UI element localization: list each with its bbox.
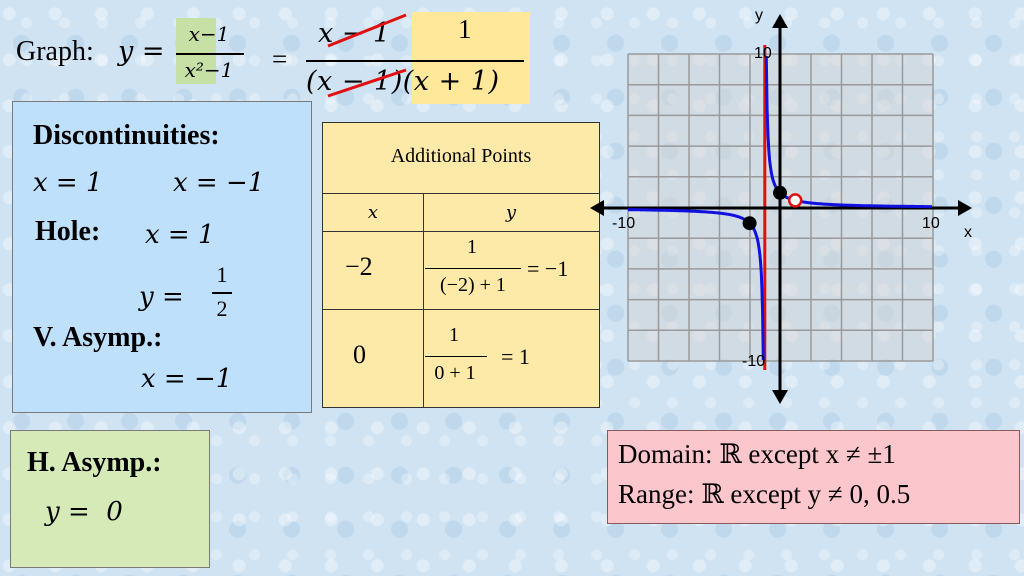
y-equals: y = — [118, 36, 165, 67]
range-text: Range: ℝ except y ≠ 0, 0.5 — [618, 479, 911, 509]
tick-x-left: -10 — [612, 215, 635, 232]
table-row: −2 1 (−2) + 1 = −1 — [323, 232, 599, 310]
hole-point — [787, 193, 803, 208]
graph-label: Graph: — [16, 36, 94, 67]
row1-numerator: 1 — [467, 236, 477, 258]
vasym-value: x = −1 — [141, 364, 233, 394]
tick-y-top: 10 — [754, 45, 772, 62]
additional-points-table: Additional Points x y −2 1 (−2) + 1 = −1… — [322, 122, 600, 408]
row2-denominator: 0 + 1 — [434, 362, 476, 384]
x-axis-arrow-left — [590, 200, 604, 216]
disc-x2: x = −1 — [173, 168, 265, 198]
y-axis-arrow-up — [772, 14, 788, 28]
hole-label: Hole: — [35, 216, 101, 247]
row2-result: = 1 — [501, 344, 530, 369]
x-axis-label: x — [964, 224, 972, 241]
domain-text: Domain: ℝ except x ≠ ±1 — [618, 439, 896, 469]
row2-x: 0 — [353, 340, 366, 369]
col-y-header: y — [505, 202, 517, 223]
domain-range-panel: Domain: ℝ except x ≠ ±1 Range: ℝ except … — [607, 430, 1020, 524]
cancel-strike-den — [327, 68, 407, 98]
table-col-header-row: x y — [323, 194, 599, 232]
discontinuities-title: Discontinuities: — [33, 120, 220, 151]
axes — [590, 14, 972, 404]
function-graph: y x 10 -10 -10 10 — [590, 7, 972, 404]
hole-y-denominator: 2 — [216, 296, 228, 321]
table-title: Additional Points — [390, 145, 532, 167]
row1-denominator: (−2) + 1 — [440, 274, 506, 296]
cancel-strikes — [327, 13, 407, 98]
point-0-1 — [773, 185, 787, 200]
hole-y-prefix: y = — [139, 282, 184, 312]
simplified-highlight — [412, 12, 530, 104]
fraction-bar-2 — [306, 60, 524, 62]
col-x-header: x — [367, 202, 379, 223]
table-header-row: Additional Points — [323, 123, 599, 194]
tick-y-bottom: -10 — [742, 353, 765, 370]
discontinuities-panel: Discontinuities: x = 1 x = −1 Hole: x = … — [12, 101, 312, 413]
fraction-highlight — [176, 18, 216, 84]
row1-bar — [425, 268, 521, 269]
fraction-denominator: x²−1 — [184, 58, 234, 82]
row2-numerator: 1 — [449, 324, 459, 346]
point-neg2-neg1 — [742, 216, 757, 231]
fraction-numerator: x−1 — [188, 22, 230, 46]
hole-y-numerator: 1 — [216, 262, 228, 287]
row1-result: = −1 — [527, 256, 569, 281]
vasym-label: V. Asymp.: — [33, 322, 163, 353]
cancel-strike-num — [327, 13, 407, 48]
tick-x-right: 10 — [922, 215, 940, 232]
disc-x1: x = 1 — [33, 168, 103, 198]
hole-y-bar — [212, 292, 232, 294]
table-row: 0 1 0 + 1 = 1 — [323, 310, 599, 407]
y-axis-arrow-down — [772, 390, 788, 404]
plotted-points — [742, 185, 803, 231]
row2-bar — [425, 356, 487, 357]
row1-x: −2 — [345, 252, 373, 281]
x-axis-arrow-right — [958, 200, 972, 216]
hasym-label: H. Asymp.: — [27, 447, 162, 478]
fraction-bar — [176, 53, 244, 55]
curve-left-branch — [628, 208, 765, 361]
hole-x: x = 1 — [145, 220, 215, 250]
column-divider — [423, 194, 424, 407]
simplified-numerator: 1 — [458, 14, 472, 44]
y-axis-label: y — [755, 7, 763, 24]
equals-sign: = — [272, 44, 288, 74]
hasym-value: y = 0 — [45, 497, 123, 527]
horizontal-asymptote-panel: H. Asymp.: y = 0 — [10, 430, 210, 568]
